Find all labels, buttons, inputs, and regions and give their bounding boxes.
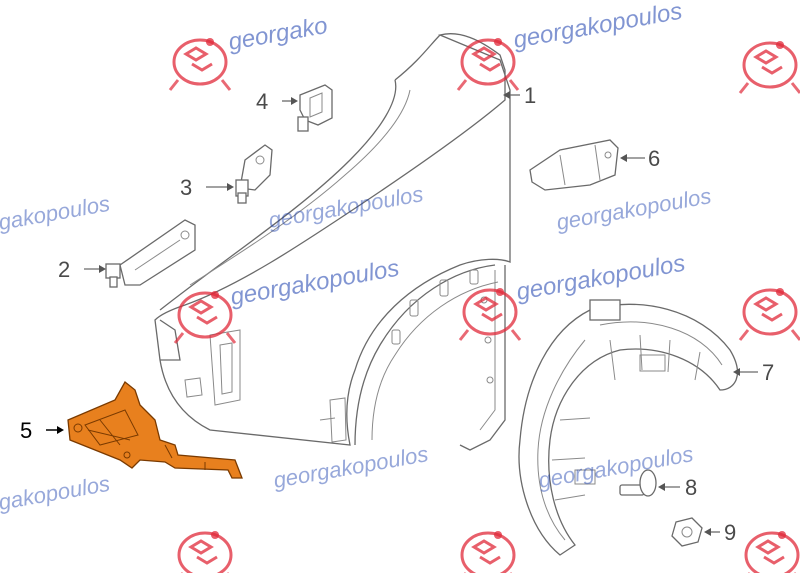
watermark-logo-icon <box>456 529 520 573</box>
callout-1: 1 <box>524 83 536 108</box>
bracket-part-4 <box>297 84 333 132</box>
callout-4: 4 <box>256 89 268 114</box>
watermark-text: gakopoulos <box>0 471 112 515</box>
bracket-part-3 <box>235 144 273 204</box>
watermark-text: georgako <box>226 12 329 56</box>
wheel-liner-part-7 <box>518 299 739 556</box>
watermark-text: georgakopoulos <box>555 183 714 235</box>
watermark-logo-icon <box>738 286 800 342</box>
callout-8: 8 <box>685 475 697 500</box>
bracket-part-6 <box>529 139 619 191</box>
callout-3: 3 <box>180 175 192 200</box>
watermark-text: georgakopoulos <box>272 441 431 493</box>
watermark-text: georgakopoulos <box>537 441 696 493</box>
callout-numbers: 1 2 3 4 5 6 7 8 9 <box>20 83 774 545</box>
watermark-text: gakopoulos <box>0 191 112 235</box>
watermark-text: georgakopoulos <box>514 250 687 306</box>
watermark-logo-icon <box>738 39 800 95</box>
watermark-logo-icon <box>173 529 237 573</box>
callout-6: 6 <box>648 146 660 171</box>
callout-5: 5 <box>20 418 32 443</box>
nut-part-9 <box>671 517 703 547</box>
highlighted-bracket-part-5 <box>67 381 243 479</box>
bolt-part-8 <box>619 469 657 497</box>
callout-9: 9 <box>724 520 736 545</box>
watermark-logo-icon <box>458 286 522 342</box>
watermark-text: georgakopoulos <box>511 0 684 54</box>
callout-2: 2 <box>58 257 70 282</box>
bracket-part-2 <box>105 219 196 288</box>
watermark-logo-icon <box>740 529 800 573</box>
callout-7: 7 <box>762 360 774 385</box>
leader-lines <box>46 91 758 536</box>
front-fender <box>154 33 511 451</box>
watermark-logo-icon <box>168 36 232 92</box>
